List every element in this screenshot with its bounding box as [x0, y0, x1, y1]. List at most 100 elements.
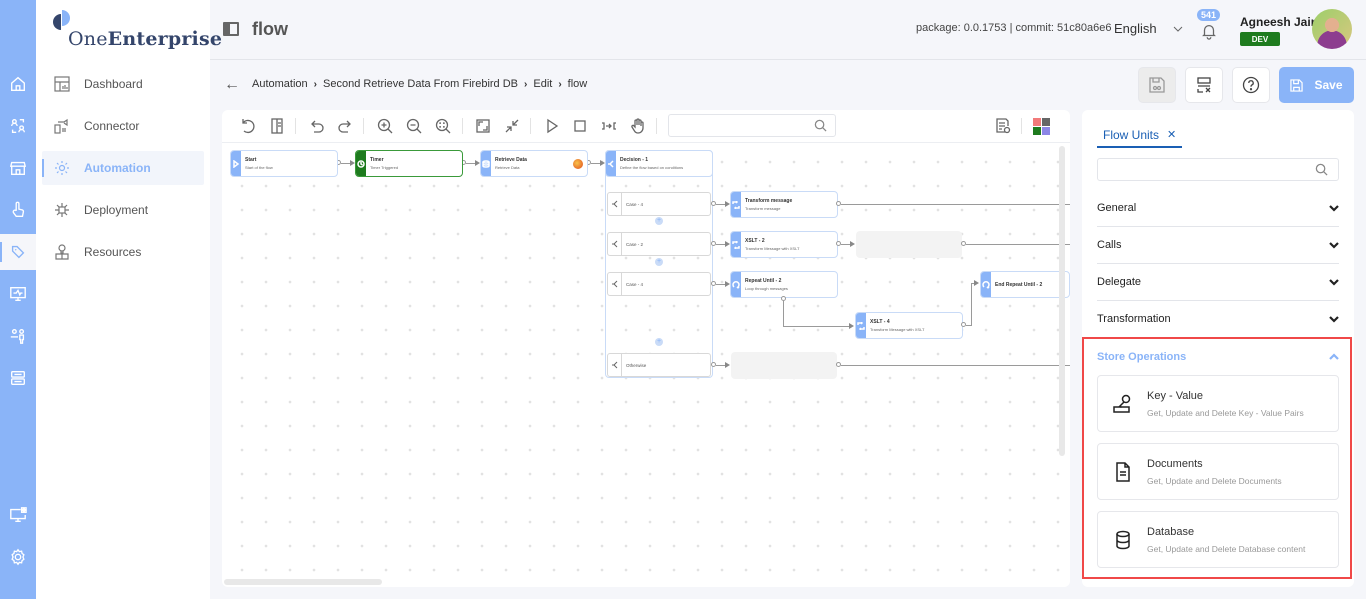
add-case-button[interactable]: + [655, 258, 663, 266]
rail-settings[interactable] [0, 539, 36, 575]
output-port[interactable] [836, 201, 841, 206]
rail-home[interactable] [0, 66, 36, 102]
branch-icon [608, 159, 614, 168]
rail-servers[interactable] [0, 360, 36, 396]
tab-flow-units[interactable]: Flow Units ✕ [1097, 122, 1183, 148]
decision-case[interactable]: Case - 2 [607, 232, 711, 256]
clear-button[interactable] [1185, 67, 1223, 103]
output-port[interactable] [961, 241, 966, 246]
flow-node-transform-message[interactable]: Transform message Transform message [730, 191, 838, 218]
flow-unit-database[interactable]: Database Get, Update and Delete Database… [1097, 511, 1339, 568]
decision-case[interactable]: Otherwise [607, 353, 711, 377]
play-icon[interactable] [543, 117, 561, 135]
collapse-icon[interactable] [503, 117, 521, 135]
output-port[interactable] [836, 241, 841, 246]
breadcrumb-item[interactable]: Automation [252, 78, 308, 90]
save-button[interactable]: Save [1279, 67, 1354, 103]
sidebar-item-resources[interactable]: Resources [42, 235, 204, 269]
reset-icon[interactable] [239, 117, 257, 135]
rail-people[interactable] [0, 318, 36, 354]
output-port[interactable] [711, 241, 716, 246]
flow-unit-documents[interactable]: Documents Get, Update and Delete Documen… [1097, 443, 1339, 500]
rail-touch[interactable] [0, 192, 36, 228]
step-over-icon[interactable] [600, 117, 618, 135]
sidebar-item-automation[interactable]: Automation [42, 151, 204, 185]
color-palette-icon[interactable] [1033, 118, 1050, 135]
category-store-operations[interactable]: Store Operations [1097, 338, 1339, 375]
rail-build[interactable] [0, 234, 36, 270]
case-bar [608, 273, 622, 295]
save-draft-button[interactable] [1138, 67, 1176, 103]
zoom-out-icon[interactable] [405, 117, 423, 135]
rail-users[interactable] [0, 108, 36, 144]
output-port[interactable] [711, 281, 716, 286]
expand-icon[interactable] [474, 117, 492, 135]
horizontal-scrollbar[interactable] [224, 579, 382, 585]
category-calls[interactable]: Calls [1097, 227, 1339, 264]
flow-node-repeat-until[interactable]: Repeat Until - 2 Loop through messages [730, 271, 838, 298]
bell-icon [1202, 24, 1216, 40]
language-select[interactable]: English [1114, 21, 1183, 36]
empty-drop-slot[interactable] [856, 231, 962, 258]
category-transformation[interactable]: Transformation [1097, 301, 1339, 338]
logo-text: OneEnterprise [68, 28, 223, 50]
canvas-search-input[interactable] [669, 115, 809, 136]
flow-node-retrieve-data[interactable]: Retrieve Data Retrieve Data [480, 150, 588, 177]
sidebar-item-connector[interactable]: Connector [42, 109, 204, 143]
sidebar-item-dashboard[interactable]: Dashboard [42, 67, 204, 101]
document-layout-icon[interactable] [268, 117, 286, 135]
flow-node-end-repeat-until[interactable]: End Repeat Until - 2 [980, 271, 1070, 298]
help-button[interactable] [1232, 67, 1270, 103]
toolbar-divider [363, 118, 364, 134]
flow-node-timer[interactable]: Timer Timer Triggered [355, 150, 463, 177]
empty-drop-slot[interactable] [731, 352, 837, 379]
flow-node-xslt-4[interactable]: XSLT - 4 Transform Message with XSLT [855, 312, 963, 339]
output-port[interactable] [711, 362, 716, 367]
category-delegate[interactable]: Delegate [1097, 264, 1339, 301]
output-port[interactable] [711, 201, 716, 206]
case-bar [608, 233, 622, 255]
output-port[interactable] [781, 296, 786, 301]
add-case-button[interactable]: + [655, 217, 663, 225]
flow-units-search[interactable] [1097, 158, 1339, 181]
hand-pan-icon[interactable] [629, 117, 647, 135]
close-icon[interactable]: ✕ [1167, 129, 1177, 141]
document-settings-icon[interactable] [994, 117, 1012, 135]
add-case-button[interactable]: + [655, 338, 663, 346]
vertical-scrollbar[interactable] [1059, 146, 1065, 456]
breadcrumb-item[interactable]: Edit [533, 78, 553, 90]
sidebar-toggle-icon[interactable] [223, 22, 239, 36]
flow-canvas: Start Start of the flow Timer Timer Trig… [222, 110, 1070, 587]
toolbar-divider [530, 118, 531, 134]
users-sync-icon [11, 119, 25, 133]
redo-icon[interactable] [336, 117, 354, 135]
app-logo[interactable]: OneEnterprise [52, 10, 222, 50]
output-port[interactable] [836, 362, 841, 367]
node-bar [981, 272, 991, 297]
breadcrumb-item[interactable]: Second Retrieve Data From Firebird DB [323, 78, 519, 90]
zoom-in-icon[interactable] [376, 117, 394, 135]
rail-store[interactable] [0, 150, 36, 186]
flow-node-xslt-2[interactable]: XSLT - 2 Transform Message with XSLT [730, 231, 838, 258]
stop-icon[interactable] [571, 117, 589, 135]
output-port[interactable] [961, 322, 966, 327]
flow-units-search-input[interactable] [1098, 159, 1308, 180]
breadcrumb-item-current: flow [567, 78, 588, 90]
rail-display[interactable] [0, 497, 36, 533]
flow-node-decision[interactable]: Decision - 1 Define the flow based on co… [605, 150, 713, 177]
flow-unit-key-value[interactable]: Key - Value Get, Update and Delete Key -… [1097, 375, 1339, 432]
clear-layout-icon [1197, 77, 1211, 93]
decision-case[interactable]: Case - 4 [607, 192, 711, 216]
undo-icon[interactable] [308, 117, 326, 135]
category-general[interactable]: General [1097, 190, 1339, 227]
rail-monitoring[interactable] [0, 276, 36, 312]
canvas-search[interactable] [668, 114, 836, 137]
flow-node-start[interactable]: Start Start of the flow [230, 150, 338, 177]
sidebar-item-deployment[interactable]: Deployment [42, 193, 204, 227]
deployment-icon [54, 202, 70, 218]
decision-case[interactable]: Case - 4 [607, 272, 711, 296]
zoom-fit-icon[interactable] [434, 117, 452, 135]
notifications-button[interactable]: 541 [1197, 9, 1221, 40]
avatar[interactable] [1312, 9, 1352, 49]
back-arrow-icon[interactable]: ← [224, 76, 240, 93]
